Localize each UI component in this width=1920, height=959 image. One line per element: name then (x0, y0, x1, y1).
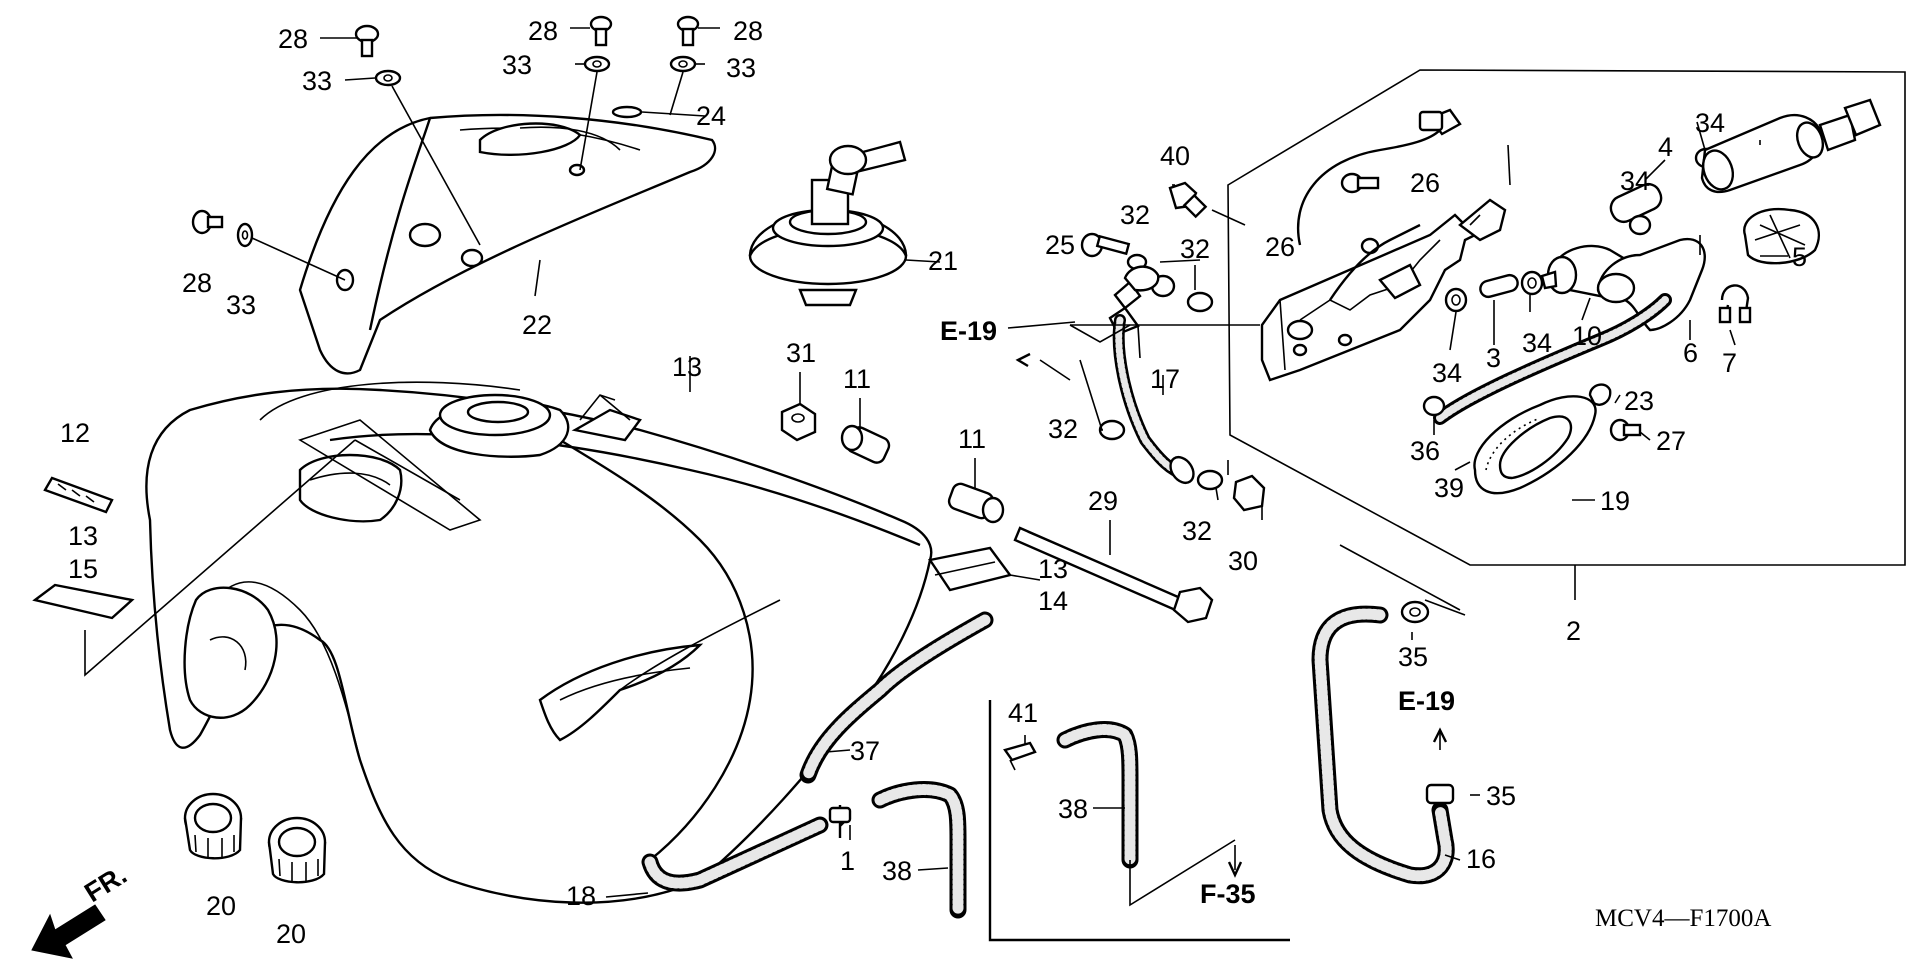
callout-24: 24 (696, 101, 726, 131)
callout-32: 32 (1182, 516, 1212, 546)
callout-26: 26 (1265, 232, 1295, 262)
callout-33: 33 (502, 50, 532, 80)
callout-34: 34 (1432, 358, 1462, 388)
callout-37: 37 (850, 736, 880, 766)
callout-39: 39 (1434, 473, 1464, 503)
callout-7: 7 (1722, 348, 1737, 378)
callout-36: 36 (1410, 436, 1440, 466)
callout-2: 2 (1566, 616, 1581, 646)
mount-bolt-part (1013, 526, 1214, 624)
callout-14: 14 (1038, 586, 1068, 616)
callout-34: 34 (1522, 328, 1552, 358)
fuel-tank-body (145, 381, 933, 904)
callout-29: 29 (1088, 486, 1118, 516)
grommet-20-parts (183, 792, 327, 884)
callout-16: 16 (1466, 844, 1496, 874)
callout-6: 6 (1683, 338, 1698, 368)
callout-33: 33 (726, 53, 756, 83)
callout-32: 32 (1180, 234, 1210, 264)
fuel-pump-part (1609, 98, 1882, 236)
callout-41: 41 (1008, 698, 1038, 728)
callout-4: 4 (1658, 132, 1673, 162)
callout-34: 34 (1620, 166, 1650, 196)
fuel-strainer-part (1596, 207, 1820, 332)
callout-20: 20 (276, 919, 306, 949)
fuel-pump-bolts (1080, 172, 1380, 258)
callout-28: 28 (528, 16, 558, 46)
reference-f35: F-35 (1200, 879, 1256, 909)
fuel-cap-part (748, 140, 941, 307)
callout-labels: 28 33 28 33 28 33 24 28 33 22 21 13 12 1… (60, 16, 1807, 949)
rubber-pad-part (928, 546, 1013, 592)
callout-32: 32 (1120, 200, 1150, 230)
callout-33: 33 (226, 290, 256, 320)
callout-22: 22 (522, 310, 552, 340)
tank-accessory-parts (32, 439, 461, 677)
callout-28: 28 (182, 268, 212, 298)
callout-34: 34 (1695, 108, 1725, 138)
callout-3: 3 (1486, 343, 1501, 373)
fuel-feed-hose-part (1007, 253, 1266, 512)
callout-19: 19 (1600, 486, 1630, 516)
callout-5: 5 (1792, 242, 1807, 272)
callout-20: 20 (206, 891, 236, 921)
callout-13: 13 (1038, 554, 1068, 584)
callout-33: 33 (302, 66, 332, 96)
clamp-35-parts (1400, 599, 1466, 805)
screw-28-set (191, 15, 706, 281)
fuel-pump-assembly-outline (1227, 69, 1906, 611)
callout-28: 28 (733, 16, 763, 46)
callout-12: 12 (60, 418, 90, 448)
callout-27: 27 (1656, 426, 1686, 456)
callout-35: 35 (1486, 781, 1516, 811)
callout-35: 35 (1398, 642, 1428, 672)
front-direction-arrow: FR. (31, 860, 132, 959)
callout-13: 13 (672, 352, 702, 382)
callout-25: 25 (1045, 230, 1075, 260)
callout-23: 23 (1624, 386, 1654, 416)
callout-38: 38 (882, 856, 912, 886)
callout-30: 30 (1228, 546, 1258, 576)
callout-11: 11 (958, 424, 986, 454)
callout-13: 13 (68, 521, 98, 551)
fuel-pump-bracket-part (1260, 108, 1507, 382)
callout-28: 28 (278, 24, 308, 54)
callout-1: 1 (840, 846, 855, 876)
fuel-hose-parts (641, 605, 1455, 919)
front-arrow-label: FR. (79, 860, 132, 908)
fuel-pump-gasket-part (1422, 293, 1672, 495)
callout-26: 26 (1410, 168, 1440, 198)
callout-31: 31 (786, 338, 816, 368)
diagram-code: MCV4—F1700A (1595, 905, 1771, 932)
mount-hardware (780, 402, 1005, 524)
callout-leader-lines (320, 27, 1788, 898)
callout-18: 18 (566, 881, 596, 911)
callout-40: 40 (1160, 141, 1190, 171)
callout-10: 10 (1572, 321, 1602, 351)
f35-reference-lines (988, 700, 1290, 942)
reference-e19-left: E-19 (940, 316, 997, 346)
callout-15: 15 (68, 554, 98, 584)
callout-11: 11 (843, 364, 871, 394)
callout-17: 17 (1150, 364, 1180, 394)
reference-e19-right: E-19 (1398, 686, 1455, 716)
callout-32: 32 (1048, 414, 1078, 444)
callout-38: 38 (1058, 794, 1088, 824)
callout-21: 21 (928, 246, 958, 276)
tank-cover-part (298, 113, 717, 375)
